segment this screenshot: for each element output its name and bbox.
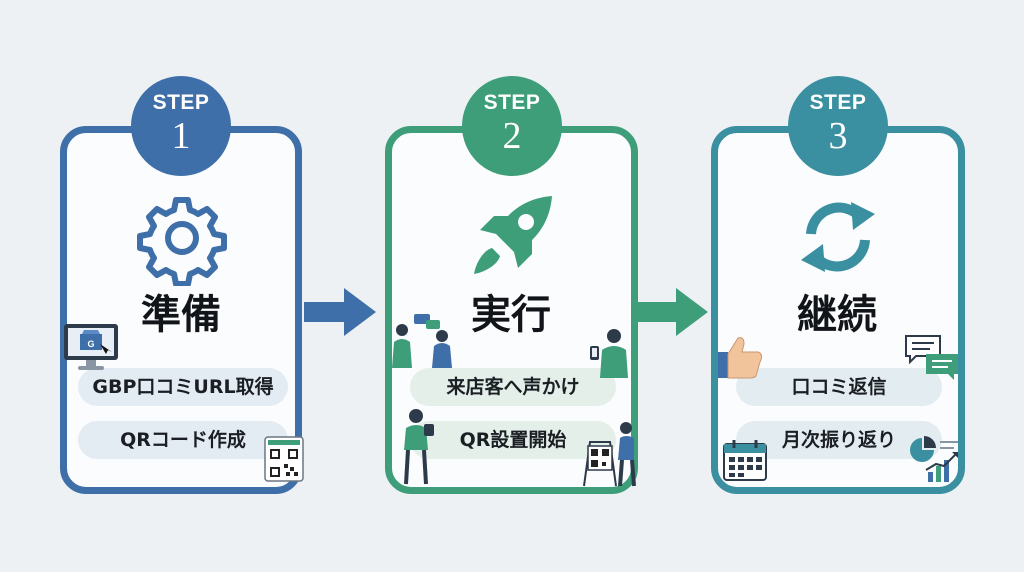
people-talking-icon [392,314,452,368]
refresh-icon [801,202,875,272]
step-2-item-2: QR設置開始 [410,421,616,459]
step-1-title: 準備 [141,292,221,338]
step-label: STEP [483,91,541,114]
arrow-right-icon [304,288,376,336]
chat-bubbles-icon [905,335,958,380]
step-1-item-1: GBP口コミURL取得 [78,368,288,406]
step-1-badge: STEP 1 [131,76,231,176]
qr-code-icon [264,436,304,482]
step-number: 3 [828,115,848,157]
thumbs-up-icon [718,337,763,379]
person-phone-icon [590,329,628,378]
qr-stand-icon [583,422,636,487]
person-sign-icon [404,409,434,485]
step-number: 2 [502,115,522,157]
rocket-icon [474,196,552,274]
gear-icon [137,197,227,286]
step-3-item-1: 口コミ返信 [736,368,942,406]
monitor-icon: G [64,324,118,370]
step-3-title: 継続 [797,292,877,338]
step-3-item-2: 月次振り返り [736,421,942,459]
step-3-badge: STEP 3 [788,76,888,176]
calendar-icon [723,440,767,481]
step-label: STEP [152,91,210,114]
analytics-chart-icon [910,436,958,482]
step-2-item-1: 来店客へ声かけ [410,368,616,406]
step-number: 1 [171,115,191,157]
step-1-item-2: QRコード作成 [78,421,288,459]
svg-text:G: G [87,339,94,349]
arrow-right-icon [638,288,708,336]
step-2-badge: STEP 2 [462,76,562,176]
step-label: STEP [809,91,867,114]
step-2-title: 実行 [471,292,551,338]
